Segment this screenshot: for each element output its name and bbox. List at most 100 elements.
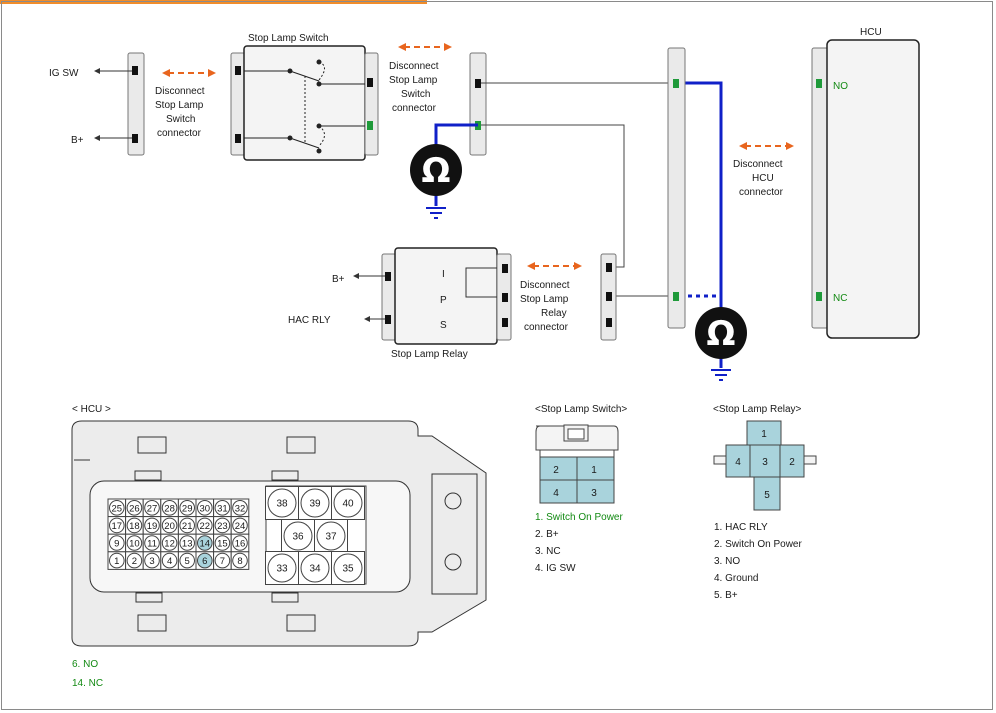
hcu-pin-16 — [232, 535, 248, 551]
switch-connector-face — [535, 424, 619, 504]
hcu-pin-label: 5 — [185, 556, 190, 567]
hcu-body — [811, 39, 920, 339]
b-plus-left-label: B+ — [71, 135, 84, 146]
switch-connector-title: <Stop Lamp Switch> — [535, 404, 627, 415]
hcu-pin-18 — [126, 517, 143, 534]
hcu-pin-8 — [232, 552, 248, 569]
hcu-large-pin-label: 39 — [309, 499, 321, 510]
hcu-pin-10 — [126, 535, 143, 551]
hcu-pin-label: 13 — [182, 539, 193, 550]
hcu-pin-label: 11 — [147, 539, 157, 550]
hcu-pin-label: 20 — [164, 521, 175, 532]
hcu-pin-21 — [179, 517, 195, 534]
switch-legend-4: 4. IG SW — [535, 563, 576, 574]
hcu-pin-label: 3 — [149, 556, 154, 567]
hcu-pin-40 — [333, 488, 363, 518]
disconnect-arrow-relay — [527, 262, 582, 270]
switch-harness-connector — [469, 52, 487, 156]
relay-pin-1: 1 — [761, 429, 767, 440]
switch-pin-1: 1 — [591, 465, 597, 476]
hcu-legend-2: 14. NC — [72, 678, 103, 689]
relay-legend-3: 3. NO — [714, 556, 740, 567]
ohmmeter-upper-icon: Ω — [410, 144, 462, 219]
hcu-pin-2 — [126, 552, 143, 569]
hcu-pin-label: 6 — [202, 556, 207, 567]
hcu-pin-3 — [144, 552, 160, 569]
disconnect-switch-right-1: Disconnect — [389, 61, 439, 72]
disconnect-switch-left-4: connector — [157, 128, 202, 139]
hcu-pin-28 — [161, 500, 178, 516]
hcu-pin-label: 32 — [235, 503, 246, 514]
relay-terminal-p: P — [440, 295, 447, 306]
relay-terminal-s: S — [440, 320, 447, 331]
hcu-pin-label: 31 — [217, 503, 228, 514]
hcu-pin-label: 17 — [112, 521, 123, 532]
disconnect-switch-left-1: Disconnect — [155, 86, 205, 97]
ohm-symbol-upper: Ω — [422, 151, 451, 191]
relay-pin-4: 4 — [735, 457, 741, 468]
disconnect-hcu-1: Disconnect — [733, 159, 783, 170]
hcu-large-pin-label: 36 — [292, 532, 304, 543]
relay-legend-5: 5. B+ — [714, 590, 738, 601]
switch-legend-2: 2. B+ — [535, 529, 559, 540]
hcu-pin-label: 9 — [114, 539, 119, 550]
stop-lamp-relay-title: Stop Lamp Relay — [391, 349, 468, 360]
relay-legend-4: 4. Ground — [714, 573, 758, 584]
hcu-pin-34 — [300, 553, 330, 583]
hcu-pin-label: 2 — [132, 556, 137, 567]
disconnect-hcu-3: connector — [739, 187, 784, 198]
switch-legend-3: 3. NC — [535, 546, 561, 557]
disconnect-arrow-hcu — [739, 142, 794, 150]
ohmmeter-lower-icon: Ω — [695, 307, 747, 381]
hcu-pin-22 — [197, 517, 213, 534]
disconnect-relay-4: connector — [524, 322, 569, 333]
hcu-large-pin-label: 35 — [342, 564, 354, 575]
hcu-pin-37 — [316, 521, 346, 551]
switch-pin-3: 3 — [591, 488, 597, 499]
ohm-symbol-lower: Ω — [707, 314, 736, 354]
hcu-pin-27 — [144, 500, 160, 516]
switch-legend-1: 1. Switch On Power — [535, 512, 623, 523]
hcu-pin-33 — [267, 553, 297, 583]
hcu-pin-23 — [214, 517, 231, 534]
hcu-pin-label: 27 — [147, 503, 158, 514]
hcu-pin-38 — [267, 488, 297, 518]
relay-connector-title: <Stop Lamp Relay> — [713, 404, 802, 415]
stop-lamp-switch-title: Stop Lamp Switch — [248, 33, 329, 44]
hcu-pin-label: 30 — [200, 503, 211, 514]
hcu-pin-label: 8 — [237, 556, 242, 567]
hcu-pin-12 — [161, 535, 178, 551]
disconnect-switch-right-3: Switch — [401, 89, 430, 100]
relay-terminal-i: I — [442, 269, 445, 280]
hcu-large-pin-label: 40 — [342, 499, 354, 510]
ig-sw-label: IG SW — [49, 68, 79, 79]
hcu-pin-30 — [197, 500, 213, 516]
hcu-pin-label: 25 — [112, 503, 123, 514]
disconnect-switch-right-4: connector — [392, 103, 437, 114]
hcu-legend-1: 6. NO — [72, 659, 98, 670]
relay-legend-2: 2. Switch On Power — [714, 539, 802, 550]
hcu-pin-label: 10 — [129, 539, 140, 550]
hcu-pin-4 — [161, 552, 178, 569]
hcu-connector-title: < HCU > — [72, 404, 111, 415]
relay-legend-1: 1. HAC RLY — [714, 522, 768, 533]
hcu-pin-label: 26 — [129, 503, 140, 514]
disconnect-hcu-2: HCU — [752, 173, 774, 184]
stop-lamp-switch-body — [230, 45, 379, 161]
b-plus-relay-label: B+ — [332, 274, 345, 285]
hac-rly-label: HAC RLY — [288, 315, 331, 326]
hcu-pin-label: 19 — [147, 521, 158, 532]
hcu-pin-label: 28 — [164, 503, 175, 514]
hcu-pin-35 — [333, 553, 363, 583]
disconnect-switch-right-2: Stop Lamp — [389, 75, 438, 86]
hcu-pin-label: 7 — [220, 556, 225, 567]
hcu-large-pin-label: 37 — [325, 532, 337, 543]
hcu-harness-connector — [667, 47, 686, 329]
hcu-no-label: NO — [833, 81, 848, 92]
top-accent-bar — [0, 0, 427, 4]
disconnect-arrow-switch-right — [398, 43, 452, 51]
